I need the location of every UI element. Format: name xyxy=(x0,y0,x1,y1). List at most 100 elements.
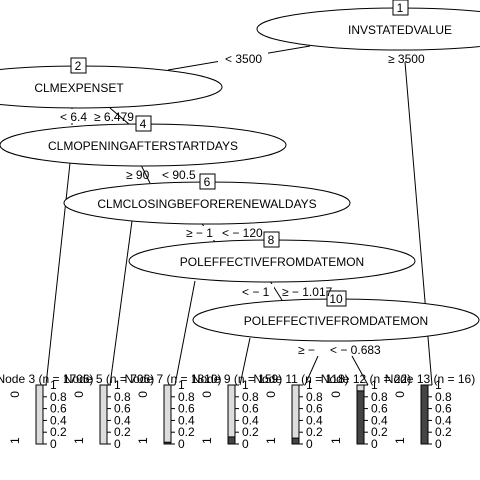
tick-label: 0.8 xyxy=(114,390,131,404)
inner-node-1: INVSTATEDVALUE 1 xyxy=(256,0,480,51)
tick-label: 0.6 xyxy=(371,402,388,416)
axis-left-top: 0 xyxy=(136,391,150,398)
inner-node-2-id: 2 xyxy=(75,59,82,73)
axis-left-top: 0 xyxy=(329,391,343,398)
inner-node-10-variable: POLEFFECTIVEFROMDATEMON xyxy=(244,314,428,328)
tick-label: 0.4 xyxy=(114,413,131,427)
terminal-bar xyxy=(291,384,300,445)
tick-label: 0.2 xyxy=(306,425,323,439)
tick-label: 0.6 xyxy=(306,402,323,416)
inner-node-4: CLMOPENINGAFTERSTARTDAYS 4 xyxy=(0,115,287,167)
tick-label: 0.8 xyxy=(435,390,452,404)
edge-label: < − 1 xyxy=(242,285,270,299)
tick-label: 0.8 xyxy=(371,390,388,404)
tick-label: 0 xyxy=(371,437,378,451)
edge-label: ≥ − 1.017 xyxy=(282,285,333,299)
edge-label: ≥ − 1 xyxy=(186,226,213,240)
tick-label: 0.6 xyxy=(435,402,452,416)
edge-8-7 xyxy=(174,280,196,386)
tick-label: 0.8 xyxy=(50,390,67,404)
inner-node-1-variable: INVSTATEDVALUE xyxy=(348,23,452,37)
edge-label: < − 120 xyxy=(222,226,263,240)
tick-label: 1 xyxy=(114,378,121,392)
edge-label: < 6.4 xyxy=(60,110,87,124)
tick-label: 0.6 xyxy=(50,402,67,416)
edge-10-12 xyxy=(351,355,369,386)
inner-node-8-variable: POLEFFECTIVEFROMDATEMON xyxy=(180,255,364,269)
tick-label: 0.2 xyxy=(114,425,131,439)
terminal-bar-fill xyxy=(420,384,429,445)
tick-label: 0 xyxy=(435,437,442,451)
tick-label: 0 xyxy=(50,437,57,451)
edge-labels: < 3500 ≥ 3500 < 6.4 ≥ 6.479 ≥ 90 < 90.5 … xyxy=(58,51,425,357)
tick-label: 0.4 xyxy=(178,413,195,427)
inner-node-6-variable: CLMCLOSINGBEFORERENEWALDAYS xyxy=(97,197,316,211)
terminal-node-label: Node 12 (n = 22) xyxy=(321,372,411,386)
inner-node-10: POLEFFECTIVEFROMDATEMON 10 xyxy=(192,290,480,342)
edge-10-11 xyxy=(304,355,319,386)
axis-left-top: 0 xyxy=(264,391,278,398)
tick-label: 1 xyxy=(178,378,185,392)
edge-label: ≥ 3500 xyxy=(388,52,425,66)
tick-label: 0.8 xyxy=(178,390,195,404)
tick-label: 0.2 xyxy=(50,425,67,439)
tick-label: 0 xyxy=(306,437,313,451)
tick-label: 1 xyxy=(50,378,57,392)
terminal-bar xyxy=(227,384,236,445)
terminal-node-label: Node 11 (n = 118) xyxy=(253,372,348,386)
inner-node-4-variable: CLMOPENINGAFTERSTARTDAYS xyxy=(48,139,238,153)
edge-10-9 xyxy=(239,337,251,386)
tick-label: 0.8 xyxy=(306,390,323,404)
inner-node-8-id: 8 xyxy=(268,233,275,247)
axis-left-bottom: 1 xyxy=(8,437,22,444)
edge-label: < 90.5 xyxy=(162,168,196,182)
terminal-bar xyxy=(99,384,108,445)
tick-label: 0.4 xyxy=(371,413,388,427)
inner-node-10-id: 10 xyxy=(329,292,343,306)
axis-left-bottom: 1 xyxy=(329,437,343,444)
axis-left-top: 0 xyxy=(200,391,214,398)
edge-6-5 xyxy=(109,220,133,386)
tick-label: 0.2 xyxy=(371,425,388,439)
terminal-node-label: Node 9 (n = 159) xyxy=(192,372,282,386)
inner-node-6: CLMCLOSINGBEFORERENEWALDAYS 6 xyxy=(63,173,351,225)
tick-label: 0.2 xyxy=(178,425,195,439)
terminal-bar-fill xyxy=(163,441,172,445)
tick-label: 0 xyxy=(242,437,249,451)
terminal-bar xyxy=(163,384,172,445)
terminal-bar-fill xyxy=(227,436,236,445)
tick-label: 0.4 xyxy=(435,413,452,427)
terminal-node-label: Node 7 (n = 1810) xyxy=(124,372,221,386)
terminal-bar xyxy=(35,384,44,445)
tick-label: 0.4 xyxy=(242,413,259,427)
terminal-node-label: Node 13 (n = 16) xyxy=(385,372,475,386)
inner-node-6-id: 6 xyxy=(204,175,211,189)
axis-left-bottom: 1 xyxy=(72,437,86,444)
tick-label: 0.6 xyxy=(242,402,259,416)
inner-node-2: CLMEXPENSET 2 xyxy=(0,57,223,109)
axis-left-top: 0 xyxy=(8,391,22,398)
inner-node-2-variable: CLMEXPENSET xyxy=(34,81,124,95)
inner-node-1-id: 1 xyxy=(397,1,404,15)
edge-label: < 3500 xyxy=(225,52,262,66)
tick-label: 1 xyxy=(242,378,249,392)
tick-label: 0.2 xyxy=(242,425,259,439)
axis-left-bottom: 1 xyxy=(264,437,278,444)
terminal-node-label: Node 3 (n = 1706) xyxy=(0,372,94,386)
edge-label: < − 0.683 xyxy=(330,343,381,357)
inner-node-4-id: 4 xyxy=(140,117,147,131)
tick-label: 0.4 xyxy=(306,413,323,427)
axis-left-top: 0 xyxy=(72,391,86,398)
tick-label: 0.6 xyxy=(114,402,131,416)
tick-label: 1 xyxy=(306,378,313,392)
tick-label: 0.2 xyxy=(435,425,452,439)
edge-label: ≥ 6.479 xyxy=(94,110,134,124)
